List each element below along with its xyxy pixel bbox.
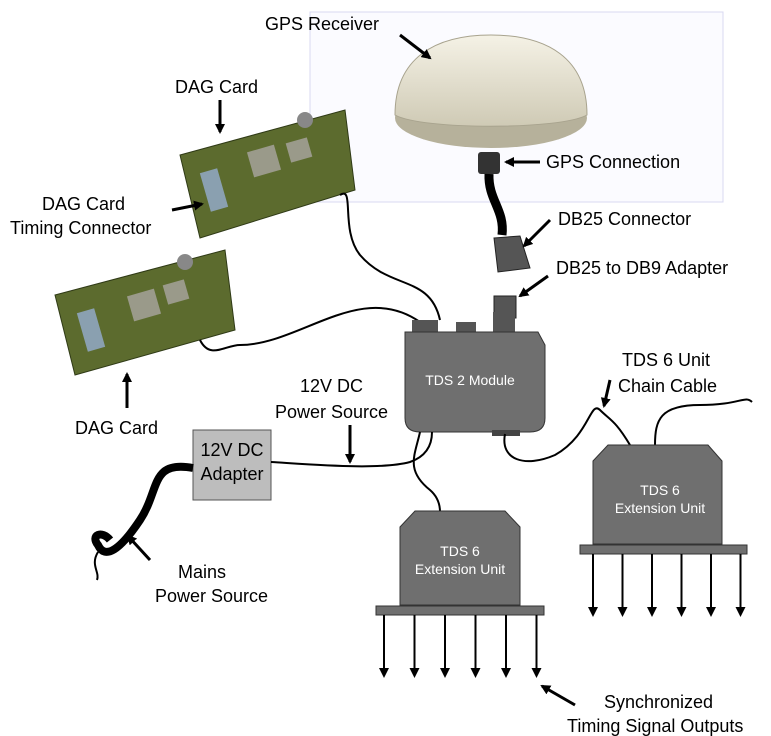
label-12v-line1: 12V DC: [300, 376, 363, 396]
label-tds6-chain-line1: TDS 6 Unit: [622, 350, 710, 370]
label-dag-timing-line1: DAG Card: [42, 194, 125, 214]
tds6-right-label-line1: TDS 6: [640, 482, 680, 498]
label-dag-card-bottom: DAG Card: [75, 418, 158, 438]
label-dag-timing-line2: Timing Connector: [10, 218, 151, 238]
tds6-extension-left: TDS 6 Extension Unit: [375, 510, 545, 678]
tds2-label: TDS 2 Module: [425, 372, 515, 388]
tds6-left-base: [375, 605, 545, 616]
outputs-right: [588, 554, 746, 617]
dag-chip: [162, 279, 190, 305]
dag-battery: [297, 112, 313, 128]
tds6-left-label-line2: Extension Unit: [415, 561, 505, 577]
label-sync-line1: Synchronized: [604, 692, 713, 712]
label-sync-line2: Timing Signal Outputs: [567, 716, 743, 736]
dag-card-bottom: [54, 249, 236, 376]
dag-cable-top: [339, 192, 441, 321]
chain-cable-out: [654, 398, 753, 446]
dag-battery: [177, 254, 193, 270]
label-gps-receiver: GPS Receiver: [265, 14, 379, 34]
label-dag-card-top: DAG Card: [175, 77, 258, 97]
tds6-right-label-line2: Extension Unit: [615, 500, 705, 516]
dag-port: [199, 168, 229, 212]
arrow-icon: [518, 274, 549, 298]
tds2-module: TDS 2 Module: [404, 312, 546, 436]
label-mains-line2: Power Source: [155, 586, 268, 606]
dag-chip: [285, 137, 313, 163]
tds2-body: [404, 331, 546, 433]
tds2-port: [493, 312, 515, 332]
dc-power-cable: [270, 431, 433, 468]
dag-port: [76, 308, 106, 352]
adapter-label-line1: 12V DC: [200, 440, 263, 460]
dag-card-top: [179, 109, 356, 239]
gps-connection-plug: [478, 152, 500, 174]
label-gps-connection: GPS Connection: [546, 152, 680, 172]
outputs-left: [379, 615, 542, 678]
tds2-port: [456, 322, 476, 332]
dag-chip: [246, 144, 282, 178]
mains-cable: [91, 462, 194, 556]
tds6-left-body: [399, 510, 521, 606]
tds6-right-body: [592, 444, 723, 545]
tds6-extension-right: TDS 6 Extension Unit: [579, 444, 748, 617]
arrow-icon: [126, 534, 152, 562]
gps-cable: [478, 152, 531, 319]
label-db25-to-db9: DB25 to DB9 Adapter: [556, 258, 728, 278]
dag-chip: [126, 288, 162, 322]
label-mains-line1: Mains: [178, 562, 226, 582]
arrow-icon: [600, 379, 612, 408]
tds2-port: [412, 320, 438, 334]
adapter-label-line2: Adapter: [200, 464, 263, 484]
dag-cable-bottom: [199, 306, 421, 352]
chain-cable-left: [412, 431, 441, 513]
label-12v-line2: Power Source: [275, 402, 388, 422]
mains-cable-end: [93, 551, 99, 581]
dc-adapter-box: [192, 429, 272, 501]
tds6-left-label-line1: TDS 6: [440, 543, 480, 559]
gps-receiver: [309, 11, 724, 203]
arrow-icon: [171, 200, 204, 212]
label-tds6-chain-line2: Chain Cable: [618, 376, 717, 396]
arrow-icon: [399, 33, 432, 60]
label-db25-connector: DB25 Connector: [558, 209, 691, 229]
tds2-bottom-port: [492, 430, 520, 436]
arrow-icon: [522, 218, 552, 248]
gps-cable-line: [484, 173, 507, 236]
arrow-icon: [540, 684, 576, 707]
db25-connector: [493, 235, 531, 273]
chain-cable-right: [503, 407, 631, 463]
dc-adapter: 12V DC Adapter: [192, 429, 272, 501]
tds6-right-base: [579, 544, 748, 555]
